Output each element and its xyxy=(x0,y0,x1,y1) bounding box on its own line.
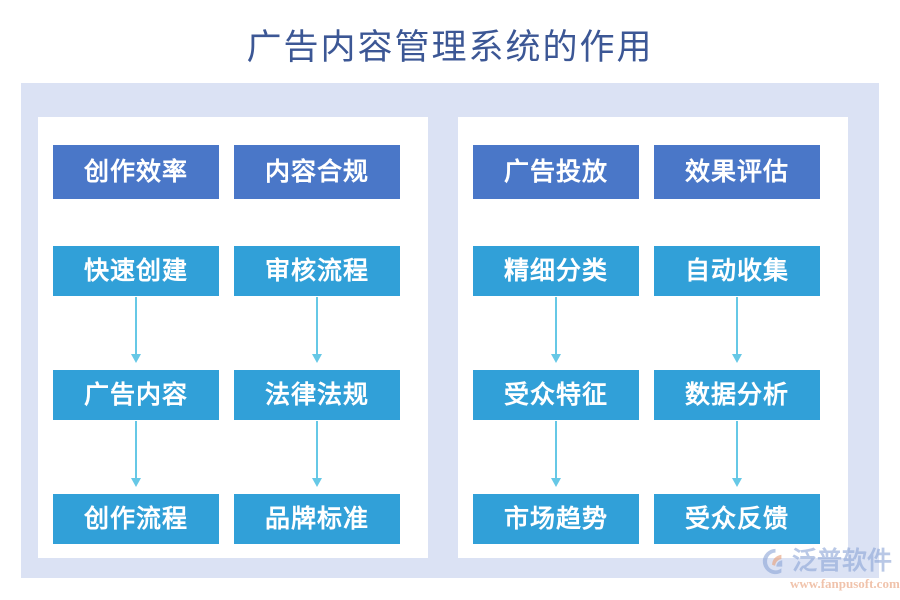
page-title: 广告内容管理系统的作用 xyxy=(246,28,654,67)
flow-item-box[interactable]: 精细分类 xyxy=(473,246,639,296)
column-ad-delivery: 广告投放 精细分类 受众特征 市场趋势 xyxy=(473,117,639,558)
flow-item-box[interactable]: 审核流程 xyxy=(234,246,400,296)
flow-item-box[interactable]: 法律法规 xyxy=(234,370,400,420)
flow-arrow-down-icon xyxy=(732,421,742,487)
flow-arrow-down-icon xyxy=(312,421,322,487)
flow-item-box[interactable]: 市场趋势 xyxy=(473,494,639,544)
right-panel: 广告投放 精细分类 受众特征 市场趋势 效果评估 自动收集 数据分析 受众反馈 xyxy=(458,117,848,558)
flow-arrow-down-icon xyxy=(732,297,742,363)
left-panel: 创作效率 快速创建 广告内容 创作流程 内容合规 审核流程 法律法规 品牌标准 xyxy=(38,117,428,558)
column-content-compliance: 内容合规 审核流程 法律法规 品牌标准 xyxy=(234,117,400,558)
column-header-box[interactable]: 创作效率 xyxy=(53,145,219,199)
flow-arrow-down-icon xyxy=(131,421,141,487)
column-header-box[interactable]: 内容合规 xyxy=(234,145,400,199)
flow-item-box[interactable]: 创作流程 xyxy=(53,494,219,544)
flow-arrow-down-icon xyxy=(551,297,561,363)
fanpu-logo-icon xyxy=(762,548,783,575)
flow-item-box[interactable]: 数据分析 xyxy=(654,370,820,420)
flow-item-box[interactable]: 品牌标准 xyxy=(234,494,400,544)
flow-item-box[interactable]: 受众特征 xyxy=(473,370,639,420)
flow-item-box[interactable]: 受众反馈 xyxy=(654,494,820,544)
flow-arrow-down-icon xyxy=(312,297,322,363)
flow-item-box[interactable]: 快速创建 xyxy=(53,246,219,296)
column-header-box[interactable]: 广告投放 xyxy=(473,145,639,199)
column-effect-evaluation: 效果评估 自动收集 数据分析 受众反馈 xyxy=(654,117,820,558)
flow-arrow-down-icon xyxy=(131,297,141,363)
column-creation-efficiency: 创作效率 快速创建 广告内容 创作流程 xyxy=(53,117,219,558)
watermark-logo: 泛普软件 www.fanpusoft.com xyxy=(762,548,900,592)
column-header-box[interactable]: 效果评估 xyxy=(654,145,820,199)
flow-arrow-down-icon xyxy=(551,421,561,487)
watermark-brand-row: 泛普软件 xyxy=(762,548,892,575)
watermark-url-text: www.fanpusoft.com xyxy=(790,576,900,591)
watermark-brand-text: 泛普软件 xyxy=(792,548,893,575)
flow-item-box[interactable]: 广告内容 xyxy=(53,370,219,420)
flow-item-box[interactable]: 自动收集 xyxy=(654,246,820,296)
